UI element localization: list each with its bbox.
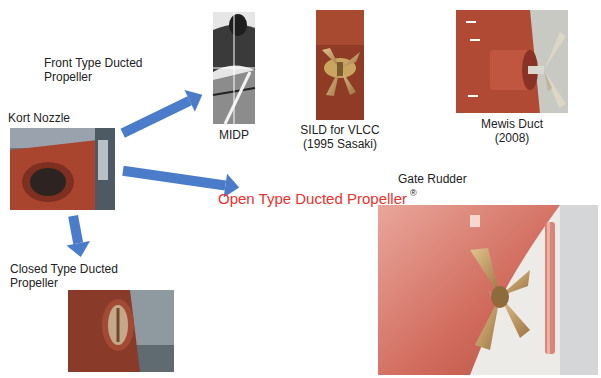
photo-node: SILD for VLCC (1995 Sasaki): [294, 8, 388, 156]
arrow-shaft: [123, 171, 225, 186]
arrow-head: [66, 241, 90, 257]
node-caption: Open Type Ducted Propeller: [218, 190, 407, 208]
arrow-head: [184, 90, 202, 112]
node-caption: SILD for VLCC (1995 Sasaki): [294, 123, 386, 151]
photo-node: Gate Rudder: [376, 172, 598, 376]
sild-photo: [316, 10, 364, 120]
gate-rudder-photo: [378, 205, 598, 375]
category-label: Front Type Ducted Propeller: [44, 56, 148, 84]
block-arrow: [123, 90, 203, 133]
photo-node: MIDP: [205, 10, 265, 148]
node-caption: Closed Type Ducted Propeller: [10, 262, 136, 290]
arrow-shaft: [123, 101, 190, 133]
block-arrow: [66, 216, 90, 257]
kort-nozzle-photo: [10, 128, 115, 210]
node-caption: Gate Rudder: [398, 172, 498, 186]
arrow-shaft: [73, 216, 78, 243]
node-caption: MIDP: [205, 128, 263, 142]
trademark-mark: ®: [410, 188, 417, 199]
photo-node: Open Type Ducted Propeller: [218, 188, 418, 210]
photo-node: Closed Type Ducted Propeller: [8, 260, 176, 374]
closed-duct-photo: [68, 290, 174, 372]
node-caption: Kort Nozzle: [8, 111, 118, 125]
photo-node: Mewis Duct (2008): [450, 8, 575, 154]
mewis-duct-photo: [456, 10, 568, 113]
midp-photo: [213, 12, 255, 124]
node-caption: Mewis Duct (2008): [472, 117, 552, 145]
photo-node: Kort Nozzle: [6, 111, 120, 213]
